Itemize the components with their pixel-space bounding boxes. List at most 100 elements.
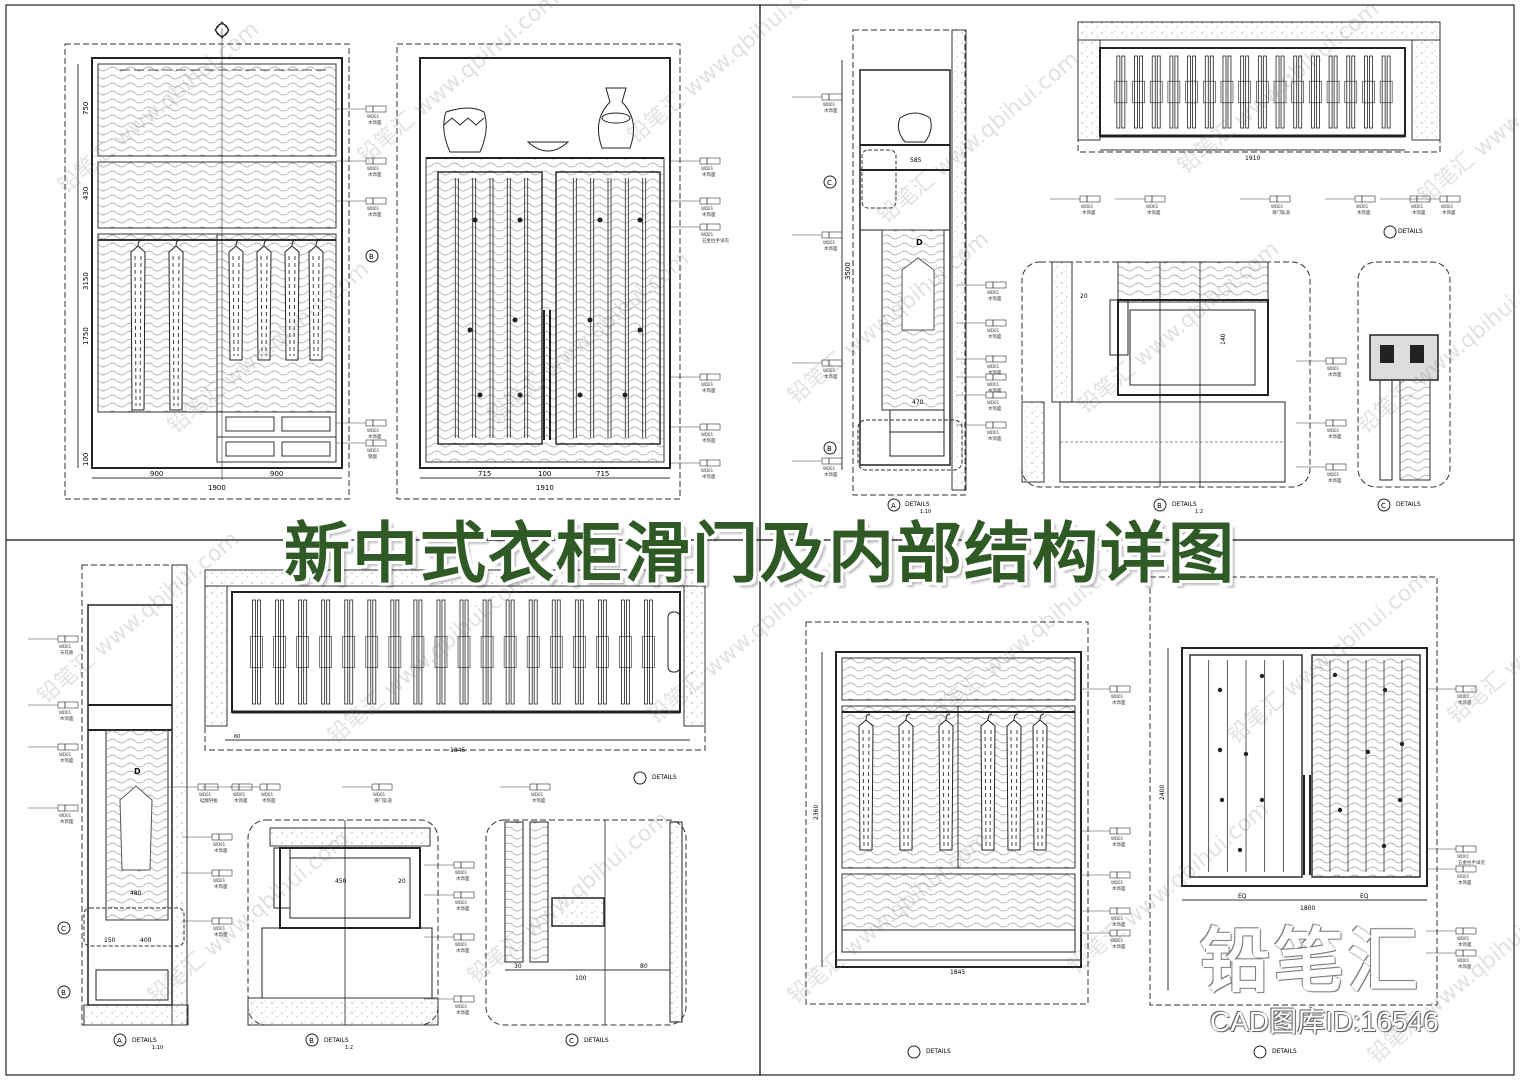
annotation-label: 木饰面: [60, 715, 74, 722]
dim-p1-width: 1900: [208, 484, 226, 492]
annotation-label: 木饰面: [234, 797, 248, 804]
panel-3-section-a: D 470 585 3500 C B A DETAILS 1:10 WD01木饰…: [792, 29, 967, 515]
dim-p1-left: 900: [150, 470, 163, 478]
annotation-code: WD01: [987, 364, 1000, 369]
dim-p8-total: 1845: [450, 747, 465, 754]
annotation-label: 木饰面: [368, 211, 382, 218]
p12-details: DETAILS: [1272, 1048, 1297, 1055]
annotation-label: 木饰面: [988, 333, 1002, 340]
annotation-code: WD01: [59, 644, 72, 649]
annotation-code: WD01: [701, 382, 714, 387]
annotation-label: 滑门轨道: [374, 797, 392, 804]
panel-12-door-elevation-br: EQ EQ 1800 2400 WD01木饰面WD01五金拉手详见WD01木饰面…: [1149, 576, 1485, 1059]
panel-5-detail-b: 20 140 B DETAILS 1:2 WD01木饰面WD01木饰面WD01木…: [956, 261, 1311, 515]
annotation-label: 木饰面: [1328, 433, 1342, 440]
annotation-label: 木饰面: [1328, 371, 1342, 378]
annotation-label: 天花板: [60, 649, 74, 656]
dim-p1-seg2: 430: [82, 187, 90, 200]
panel-4-plan-top: 1910 WD01木饰面WD01木饰面WD01滑门轨道WD01木饰面WD01木饰…: [1050, 21, 1461, 239]
annotation-label: 木饰面: [60, 818, 74, 825]
annotation-label: 木饰面: [702, 387, 716, 394]
annotation-label: 木饰面: [1112, 885, 1126, 892]
annotation-label: 木饰面: [532, 797, 546, 804]
brand-logo-text: 铅笔汇: [1200, 920, 1422, 1002]
annotation-code: WD01: [367, 114, 380, 119]
annotation-code: WD01: [823, 466, 836, 471]
p7-details: DETAILS: [132, 1037, 157, 1044]
annotation-label: 木饰面: [368, 433, 382, 440]
annotation-code: WD01: [213, 842, 226, 847]
annotation-code: WD01: [261, 792, 274, 797]
annotation-code: WD01: [701, 432, 714, 437]
p7-marker-a: A: [117, 1037, 122, 1045]
p9-scale: 1:2: [345, 1045, 353, 1051]
dim-p11-height: 2360: [813, 805, 820, 820]
p6-details: DETAILS: [1396, 501, 1421, 508]
annotation-code: WD01: [1146, 204, 1159, 209]
annotation-code: WD01: [233, 792, 246, 797]
p3-marker-b: B: [827, 445, 832, 453]
annotation-label: 木饰面: [702, 437, 716, 444]
dim-p1-height: 3150: [82, 272, 90, 290]
p5-details: DETAILS: [1172, 501, 1197, 508]
annotation-code: WD01: [1356, 204, 1369, 209]
dim-p2-715a: 715: [478, 470, 491, 478]
panel-9-detail-b-bottom: 450 20 B DETAILS 1:2 WD01木饰面WD01木饰面WD01木…: [182, 819, 439, 1051]
annotation-label: 木饰面: [1458, 963, 1472, 970]
annotation-code: WD01: [1457, 874, 1470, 879]
dim-p3-470: 470: [912, 399, 924, 406]
annotation-label: 木饰面: [988, 387, 1002, 394]
dim-p3-height: 3500: [844, 262, 852, 280]
annotation-label: 木饰面: [456, 875, 470, 882]
annotation-code: WD01: [823, 368, 836, 373]
annotation-label: 木饰面: [60, 757, 74, 764]
annotation-code: WD01: [1327, 366, 1340, 371]
annotation-label: 木饰面: [456, 1009, 470, 1016]
p3-marker-c: C: [827, 179, 832, 187]
dim-p12-width: 1800: [1300, 905, 1315, 912]
annotation-label: 木饰面: [988, 435, 1002, 442]
annotation-code: WD01: [823, 102, 836, 107]
dim-p7-150: 150: [104, 937, 116, 944]
annotation-code: WD01: [987, 430, 1000, 435]
panel-1-interior-elevation: 3150 750 430 1750 100 900 900 1900 B WD0…: [64, 21, 387, 500]
annotation-label: 木饰面: [1357, 209, 1371, 216]
annotation-code: WD01: [987, 328, 1000, 333]
p7-marker-d: D: [134, 767, 141, 776]
p9-marker-b: B: [309, 1037, 314, 1045]
annotation-code: WD01: [367, 166, 380, 171]
annotation-label: 木饰面: [1412, 209, 1426, 216]
page-title: 新中式衣柜滑门及内部结构详图: [284, 515, 1236, 592]
p11-details: DETAILS: [926, 1048, 951, 1055]
annotation-label: 木饰面: [1458, 941, 1472, 948]
dim-p7-480: 480: [130, 890, 142, 897]
annotation-label: 木饰面: [1112, 921, 1126, 928]
annotation-code: WD01: [1111, 694, 1124, 699]
annotation-code: WD01: [987, 290, 1000, 295]
dim-p10-100: 100: [575, 975, 587, 982]
annotation-label: 木饰面: [262, 797, 276, 804]
annotation-code: WD01: [59, 752, 72, 757]
annotation-code: WD01: [701, 206, 714, 211]
p8-details: DETAILS: [652, 774, 677, 781]
dim-p9-450: 450: [335, 878, 347, 885]
annotation-label: 木饰面: [368, 119, 382, 126]
annotation-code: WD01: [213, 878, 226, 883]
annotation-label: 木饰面: [1442, 209, 1456, 216]
dim-p12-eq-b: EQ: [1360, 893, 1369, 900]
dim-p11-width: 1845: [950, 969, 965, 976]
annotation-label: 五金拉手详见: [1458, 859, 1485, 866]
annotation-code: WD01: [455, 1004, 468, 1009]
dim-p2-100: 100: [538, 470, 551, 478]
panel-10-detail-c-bottom: 30 80 100 C DETAILS WD01木饰面WD01木饰面WD01木饰…: [424, 819, 687, 1047]
annotation-label: 木饰面: [1458, 699, 1472, 706]
annotation-label: 木饰面: [456, 947, 470, 954]
annotation-label: 木饰面: [702, 171, 716, 178]
annotation-label: 木饰面: [214, 847, 228, 854]
annotation-code: WD01: [531, 792, 544, 797]
dim-p5-20: 20: [1080, 293, 1088, 300]
p3-scale: 1:10: [920, 509, 931, 515]
annotation-label: 木饰面: [1112, 699, 1126, 706]
